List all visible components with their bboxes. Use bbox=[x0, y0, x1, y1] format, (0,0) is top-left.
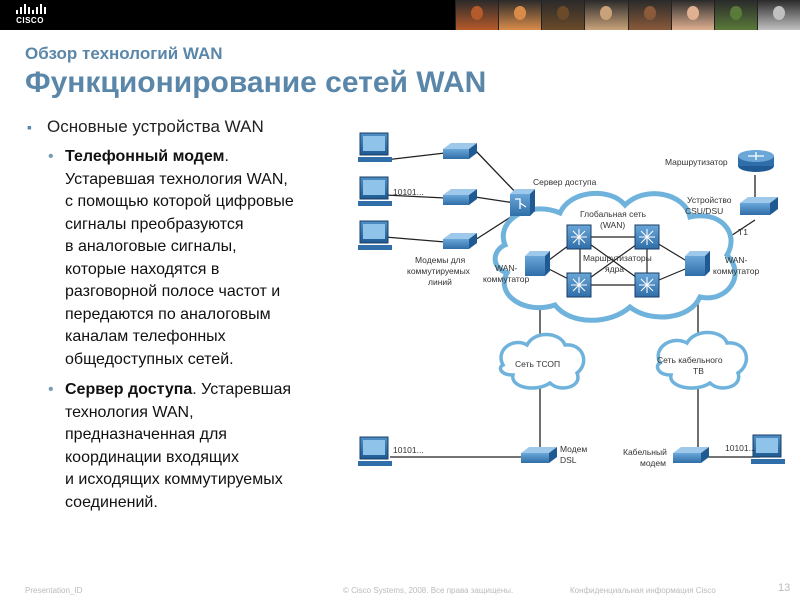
modem-icon-3 bbox=[443, 233, 477, 249]
face-silhouette bbox=[643, 6, 656, 20]
router-label: Маршрутизатор bbox=[665, 157, 728, 167]
modems-label-line3: линий bbox=[428, 277, 452, 287]
slide-title: Функционирование сетей WAN bbox=[25, 66, 487, 99]
term-access-server: Сервер доступа bbox=[65, 381, 193, 398]
cable-label-line2: модем bbox=[640, 458, 666, 468]
modem-icon-1 bbox=[443, 143, 477, 159]
t1-label: T1 bbox=[738, 227, 748, 237]
server-line-1: технология WAN, bbox=[65, 403, 194, 421]
wan-cloud-label-line1: Глобальная сеть bbox=[580, 209, 647, 219]
header-photo bbox=[713, 0, 757, 30]
term-modem: Телефонный модем bbox=[65, 148, 225, 165]
footer-copyright: © Cisco Systems, 2008. Все права защищен… bbox=[343, 586, 514, 595]
bullet-access-server: Сервер доступа. Устаревшая технология WAN… bbox=[25, 379, 355, 514]
wan-switch-left-label-line1: WAN- bbox=[495, 263, 518, 273]
modem-line-3: сигналы преобразуются bbox=[65, 215, 244, 233]
core-router-icon-2 bbox=[634, 224, 660, 250]
core-router-icon-1 bbox=[566, 224, 592, 250]
face-silhouette bbox=[772, 6, 785, 20]
wan-switch-right-label-line1: WAN- bbox=[725, 255, 748, 265]
dsl-label-line2: DSL bbox=[560, 455, 577, 465]
page-number: 13 bbox=[778, 582, 791, 594]
data-label-1: 10101... bbox=[393, 187, 424, 197]
modem-line-1: Устаревшая технология WAN, bbox=[65, 170, 288, 188]
pc-icon-2 bbox=[358, 176, 392, 206]
header-photo bbox=[498, 0, 542, 30]
header-photo bbox=[756, 0, 800, 30]
dsl-label-line1: Модем bbox=[560, 444, 587, 454]
header-banner: CISCO bbox=[0, 0, 800, 30]
header-photo bbox=[670, 0, 714, 30]
cable-label-line1: Кабельный bbox=[623, 447, 667, 457]
modem-line-7: передаются по аналоговым bbox=[65, 305, 271, 323]
server-line-2: предназначенная для bbox=[65, 426, 227, 443]
modem-line-6: разговорной полосе частот и bbox=[65, 283, 281, 300]
server-line-4: и исходящих коммутируемых bbox=[65, 471, 283, 488]
access-server-label: Сервер доступа bbox=[533, 177, 597, 187]
footer-presentation-id: Presentation_ID bbox=[25, 586, 83, 595]
wan-cloud bbox=[492, 190, 738, 323]
header-photo bbox=[541, 0, 585, 30]
text-column: Основные устройства WAN Телефонный модем… bbox=[25, 116, 355, 514]
server-line-3: координации входящих bbox=[65, 448, 239, 466]
access-server-icon bbox=[510, 189, 535, 216]
footer-confidential: Конфиденциальная информация Cisco bbox=[570, 586, 716, 595]
modem-line-4: в аналоговые сигналы, bbox=[65, 238, 237, 255]
pstn-label: Сеть ТСОП bbox=[515, 359, 560, 369]
modems-label-line1: Модемы для bbox=[415, 255, 466, 265]
core-router-icon-3 bbox=[566, 272, 592, 298]
face-silhouette bbox=[557, 6, 570, 20]
catv-cloud bbox=[655, 330, 749, 390]
bullet-main: Основные устройства WAN bbox=[25, 116, 355, 138]
modem-line-8: каналам телефонных bbox=[65, 328, 226, 345]
data-label-3: 10101... bbox=[725, 443, 756, 453]
pstn-cloud bbox=[498, 332, 586, 390]
header-photo bbox=[627, 0, 671, 30]
modems-label-line2: коммутируемых bbox=[407, 266, 471, 276]
face-silhouette bbox=[729, 6, 742, 20]
router-icon bbox=[738, 150, 774, 172]
server-line-0: . Устаревшая bbox=[192, 381, 292, 398]
catv-label-line1: Сеть кабельного bbox=[657, 355, 723, 365]
slide-subtitle: Обзор технологий WAN bbox=[25, 44, 223, 63]
logo-text: CISCO bbox=[16, 16, 44, 25]
core-router-icon-4 bbox=[634, 272, 660, 298]
wan-switch-right-icon bbox=[685, 251, 710, 276]
cable-modem-icon bbox=[673, 447, 709, 463]
core-label-line1: Маршрутизаторы bbox=[583, 253, 652, 263]
wan-cloud-label-line2: (WAN) bbox=[600, 220, 625, 230]
face-silhouette bbox=[600, 6, 613, 20]
modem-line-0: . bbox=[224, 148, 229, 165]
pc-icon-5 bbox=[751, 434, 785, 464]
header-photo bbox=[455, 0, 499, 30]
dsl-modem-icon bbox=[521, 447, 557, 463]
catv-label-line2: ТВ bbox=[693, 366, 704, 376]
header-photo-strip bbox=[455, 0, 800, 30]
header-photo bbox=[584, 0, 628, 30]
modem-line-2: с помощью которой цифровые bbox=[65, 193, 294, 210]
pc-icon-3 bbox=[358, 220, 392, 250]
wan-switch-left-label-line2: коммутатор bbox=[483, 274, 529, 284]
data-label-2: 10101... bbox=[393, 445, 424, 455]
pc-icon-1 bbox=[358, 132, 392, 162]
server-line-5: соединений. bbox=[65, 493, 158, 511]
face-silhouette bbox=[686, 6, 699, 20]
csu-dsu-icon bbox=[740, 197, 778, 215]
csu-label-line1: Устройство bbox=[687, 195, 732, 205]
bullet-modem: Телефонный модем. Устаревшая технология W… bbox=[25, 146, 355, 371]
cisco-logo: CISCO bbox=[10, 4, 50, 26]
modem-line-5: которые находятся в bbox=[65, 260, 220, 278]
wan-network-diagram: 10101... 10101... 10101... Модемы для ко… bbox=[358, 132, 785, 468]
modem-line-9: общедоступных сетей. bbox=[65, 350, 234, 368]
face-silhouette bbox=[471, 6, 484, 20]
wan-switch-left-icon bbox=[525, 251, 550, 276]
core-label-line2: ядра bbox=[605, 264, 624, 274]
csu-label-line2: CSU/DSU bbox=[685, 206, 723, 216]
face-silhouette bbox=[514, 6, 527, 20]
pc-icon-4 bbox=[358, 436, 392, 466]
wan-switch-right-label-line2: коммутатор bbox=[713, 266, 759, 276]
modem-icon-2 bbox=[443, 189, 477, 205]
